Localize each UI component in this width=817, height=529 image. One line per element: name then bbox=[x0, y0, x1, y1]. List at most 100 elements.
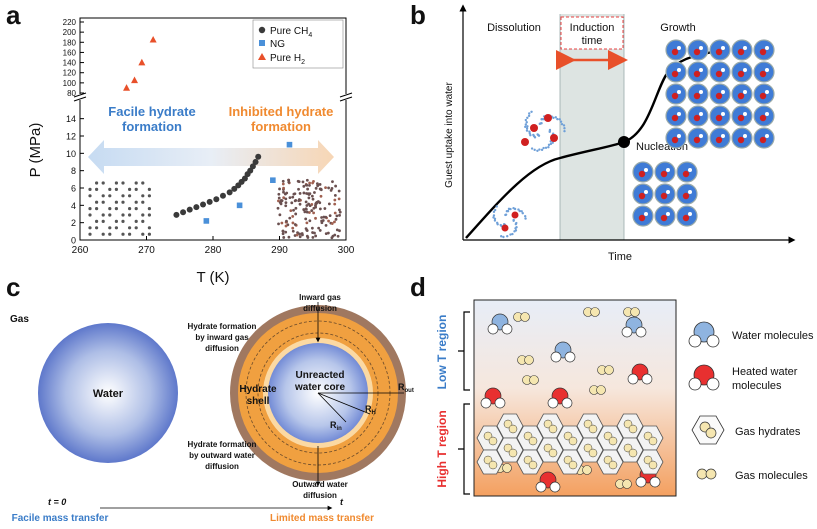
legend-water-label: Water molecules bbox=[732, 330, 814, 342]
water-molecule-icon bbox=[688, 321, 720, 348]
growth-label: Growth bbox=[660, 22, 695, 34]
panel-c: c Gas Water Inward gas diffusion Hydrate… bbox=[6, 272, 414, 524]
legend-label-pure-ch4: Pure CH4 bbox=[270, 26, 312, 39]
formation-water-line3: diffusion bbox=[205, 462, 239, 471]
legend-heated-label-line2: molecules bbox=[732, 380, 782, 392]
legend-marker-pure-h2 bbox=[258, 53, 266, 60]
panel-a: a Facile hydrate formation Inhibited hyd… bbox=[6, 0, 355, 286]
gas-molecule-icon bbox=[696, 468, 717, 480]
point-pure-ch4 bbox=[255, 153, 262, 160]
y-tick-label: 8 bbox=[71, 166, 76, 176]
y-tick-label: 100 bbox=[63, 79, 77, 88]
y-tick-label: 2 bbox=[71, 218, 76, 228]
y-tick-label: 80 bbox=[67, 89, 76, 98]
x-tick-label: 260 bbox=[72, 245, 89, 256]
panel-label-b: b bbox=[410, 0, 426, 30]
point-ng bbox=[286, 141, 293, 148]
induction-time-box bbox=[560, 16, 624, 50]
y-tick-label: 120 bbox=[63, 69, 77, 78]
b-ylabel: Guest uptake into water bbox=[444, 82, 455, 188]
heated-water-molecule-icon bbox=[688, 364, 720, 391]
outward-water-line1: Outward water bbox=[292, 480, 348, 489]
y-tick-label: 14 bbox=[66, 114, 76, 124]
high-t-bracket bbox=[458, 403, 470, 495]
outward-water-line2: diffusion bbox=[303, 491, 337, 500]
legend-label-ng: NG bbox=[270, 39, 285, 50]
panel-label-a: a bbox=[6, 0, 21, 30]
formation-gas-line1: Hydrate formation bbox=[188, 322, 257, 331]
point-pure-ch4 bbox=[186, 206, 193, 213]
panel-b: b Guest uptake into water Time Induction… bbox=[410, 0, 796, 263]
facile-label-line1: Facile hydrate bbox=[108, 104, 195, 119]
inhibited-label-line1: Inhibited hydrate bbox=[229, 104, 334, 119]
inhibited-label-line2: formation bbox=[251, 119, 311, 134]
low-t-region-label: Low T region bbox=[435, 315, 449, 390]
legend-marker-ng bbox=[259, 40, 265, 46]
point-pure-ch4 bbox=[252, 159, 259, 165]
r-in-label: Rin bbox=[330, 420, 342, 432]
induction-label-line2: time bbox=[582, 35, 603, 47]
hydrate-structure-image bbox=[87, 180, 153, 238]
point-pure-ch4 bbox=[231, 185, 238, 192]
disordered-structure-image bbox=[276, 178, 342, 240]
d-legend: Water molecules Heated water molecules G… bbox=[688, 321, 814, 482]
unreacted-line1: Unreacted bbox=[296, 370, 345, 381]
t0-label: t = 0 bbox=[48, 497, 66, 507]
region-molecules bbox=[476, 307, 664, 493]
x-tick-label: 290 bbox=[271, 245, 288, 256]
facile-label-line2: formation bbox=[122, 119, 182, 134]
water-label: Water bbox=[93, 388, 124, 400]
r-out-label: Rout bbox=[398, 382, 414, 394]
molecular-snapshots bbox=[492, 39, 775, 239]
point-ng bbox=[203, 218, 210, 224]
point-ng bbox=[236, 202, 243, 209]
point-pure-ch4 bbox=[213, 196, 220, 203]
facile-mass-label: Facile mass transfer bbox=[12, 513, 109, 524]
inward-gas-line2: diffusion bbox=[303, 304, 337, 313]
y-tick-label: 4 bbox=[71, 201, 76, 211]
point-pure-h2 bbox=[123, 84, 131, 91]
y-tick-label: 12 bbox=[66, 132, 76, 142]
y-tick-label: 10 bbox=[66, 149, 76, 159]
b-xlabel: Time bbox=[608, 251, 632, 263]
dissolution-label: Dissolution bbox=[487, 22, 541, 34]
point-pure-ch4 bbox=[200, 201, 207, 208]
point-pure-h2 bbox=[149, 35, 157, 43]
chart-a-legend: Pure CH4 NG Pure H2 bbox=[252, 19, 344, 69]
panel-d: d Low T region High T region Water molec… bbox=[410, 272, 814, 497]
formation-water-line1: Hydrate formation bbox=[188, 440, 257, 449]
legend-label-pure-h2: Pure H2 bbox=[270, 53, 305, 66]
x-tick-label: 270 bbox=[138, 245, 155, 256]
panel-label-c: c bbox=[6, 272, 20, 302]
point-pure-ch4 bbox=[226, 189, 233, 196]
hydrate-shell-line1: Hydrate bbox=[239, 384, 277, 395]
point-pure-h2 bbox=[131, 76, 139, 84]
point-pure-ch4 bbox=[193, 204, 200, 211]
legend-heated-label-line1: Heated water bbox=[732, 366, 798, 378]
point-pure-ch4 bbox=[180, 209, 187, 216]
nucleation-point bbox=[618, 136, 630, 148]
chart-a-ylabel: P (MPa) bbox=[27, 123, 44, 178]
point-pure-h2 bbox=[138, 58, 146, 66]
legend-marker-pure-ch4 bbox=[258, 26, 266, 34]
legend-hydrate-label: Gas hydrates bbox=[735, 426, 801, 438]
point-pure-ch4 bbox=[241, 175, 248, 182]
chart-a-xlabel: T (K) bbox=[196, 269, 229, 286]
water-droplet bbox=[38, 323, 178, 463]
point-pure-ch4 bbox=[173, 211, 180, 218]
limited-mass-label: Limited mass transfer bbox=[270, 513, 374, 524]
high-t-region-label: High T region bbox=[435, 410, 449, 487]
y-tick-label: 0 bbox=[71, 236, 76, 246]
r-h-label: RH bbox=[365, 404, 376, 416]
axis-break-mark bbox=[73, 92, 353, 102]
gas-label: Gas bbox=[10, 314, 29, 325]
y-tick-label: 140 bbox=[63, 59, 77, 68]
formation-gas-line2: by inward gas bbox=[195, 333, 249, 342]
facile-inhibited-arrow bbox=[88, 140, 334, 174]
gas-hydrate-icon bbox=[691, 415, 725, 445]
low-t-bracket bbox=[458, 311, 470, 391]
unreacted-line2: water core bbox=[294, 382, 345, 393]
induction-label-line1: Induction bbox=[570, 22, 615, 34]
